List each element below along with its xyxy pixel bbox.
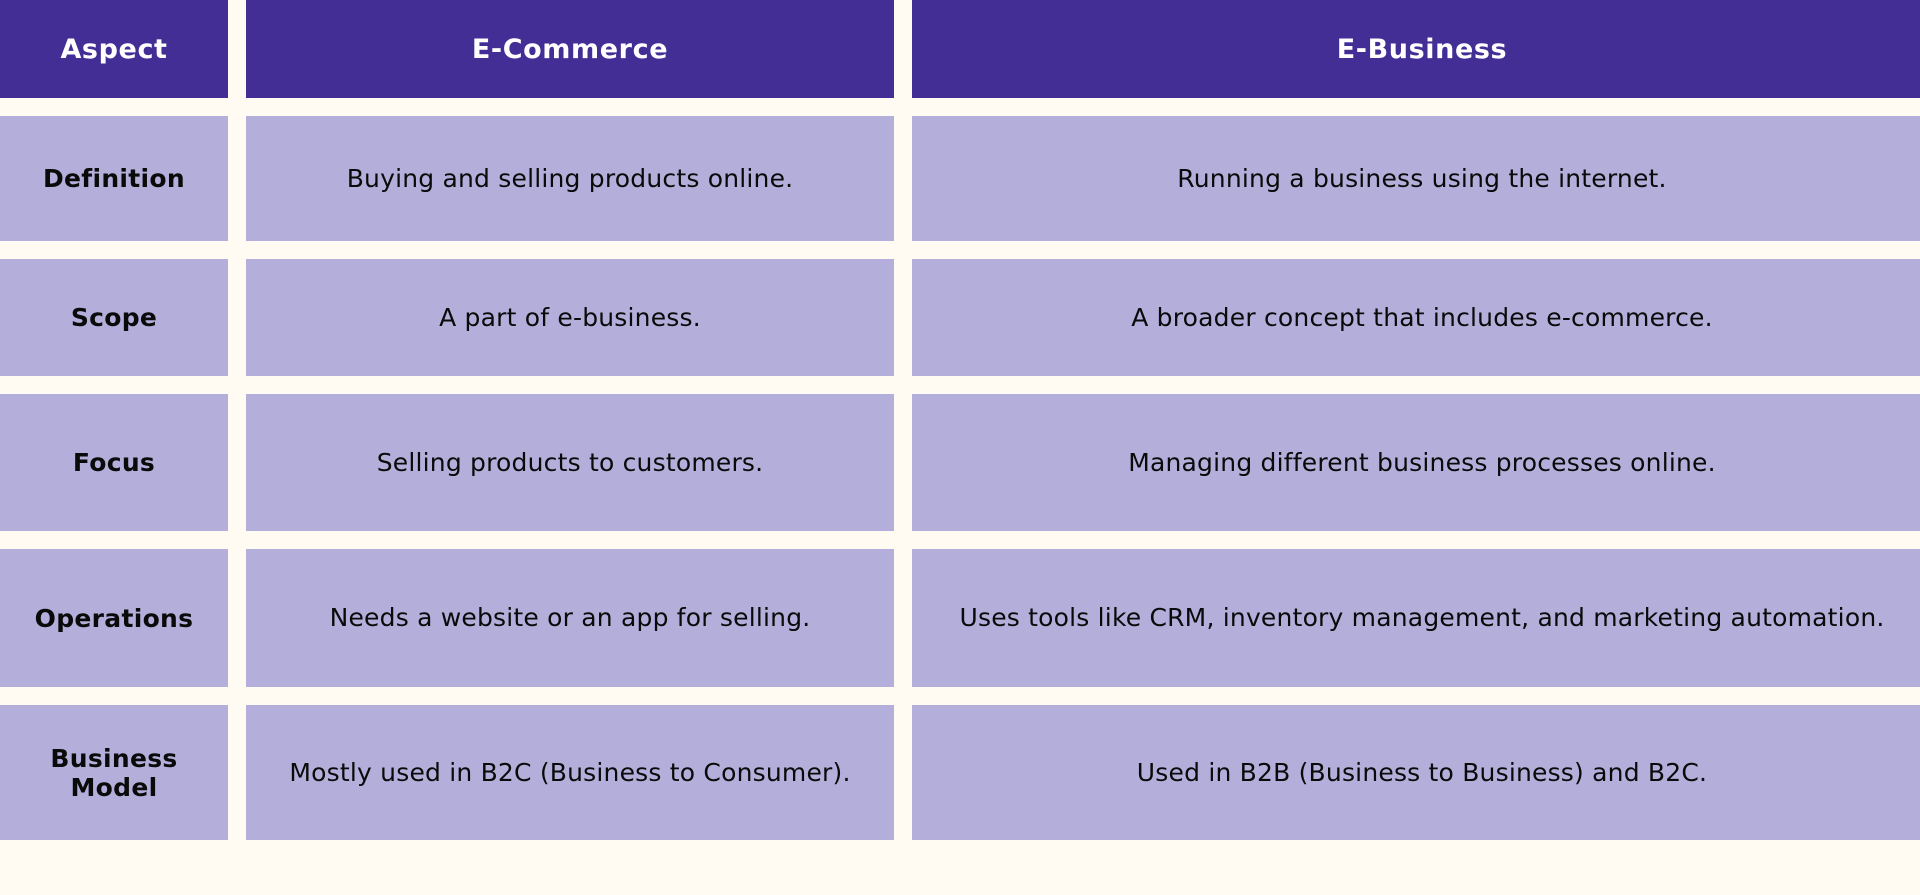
aspect-label: Operations: [34, 603, 194, 633]
ebusiness-value: Running a business using the internet.: [1177, 163, 1667, 193]
ebusiness-value: Used in B2B (Business to Business) and B…: [1136, 757, 1708, 787]
table-row: Definition: [0, 116, 228, 241]
aspect-label: Scope: [70, 303, 158, 332]
table-row: Needs a website or an app for selling.: [246, 549, 894, 687]
table-row: Buying and selling products online.: [246, 116, 894, 241]
ecommerce-value: A part of e-business.: [439, 302, 701, 332]
table-row: Selling products to customers.: [246, 394, 894, 531]
ecommerce-value: Mostly used in B2C (Business to Consumer…: [289, 757, 851, 787]
table-header-ecommerce: E-Commerce: [246, 0, 894, 98]
table-row: Business Model: [0, 705, 228, 840]
aspect-label: Focus: [72, 448, 156, 477]
table-row: A part of e-business.: [246, 259, 894, 376]
ebusiness-value: Uses tools like CRM, inventory managemen…: [959, 603, 1885, 633]
header-label-aspect: Aspect: [60, 33, 168, 65]
aspect-label: Definition: [42, 164, 185, 193]
table-row: Running a business using the internet.: [912, 116, 1920, 241]
table-row: Used in B2B (Business to Business) and B…: [912, 705, 1920, 840]
table-header-ebusiness: E-Business: [912, 0, 1920, 98]
table-row: Scope: [0, 259, 228, 376]
ebusiness-value: Managing different business processes on…: [1128, 447, 1716, 477]
ebusiness-value: A broader concept that includes e-commer…: [1131, 302, 1713, 332]
ecommerce-value: Needs a website or an app for selling.: [329, 603, 811, 633]
table-header-aspect: Aspect: [0, 0, 228, 98]
table-row: Mostly used in B2C (Business to Consumer…: [246, 705, 894, 840]
header-label-ebusiness: E-Business: [1336, 33, 1508, 65]
ecommerce-value: Buying and selling products online.: [346, 163, 794, 193]
table-row: Focus: [0, 394, 228, 531]
table-row: A broader concept that includes e-commer…: [912, 259, 1920, 376]
header-label-ecommerce: E-Commerce: [471, 33, 669, 65]
ecommerce-value: Selling products to customers.: [376, 447, 764, 477]
table-row: Managing different business processes on…: [912, 394, 1920, 531]
table-row: Operations: [0, 549, 228, 687]
table-row: Uses tools like CRM, inventory managemen…: [912, 549, 1920, 687]
aspect-label: Business Model: [50, 743, 178, 802]
